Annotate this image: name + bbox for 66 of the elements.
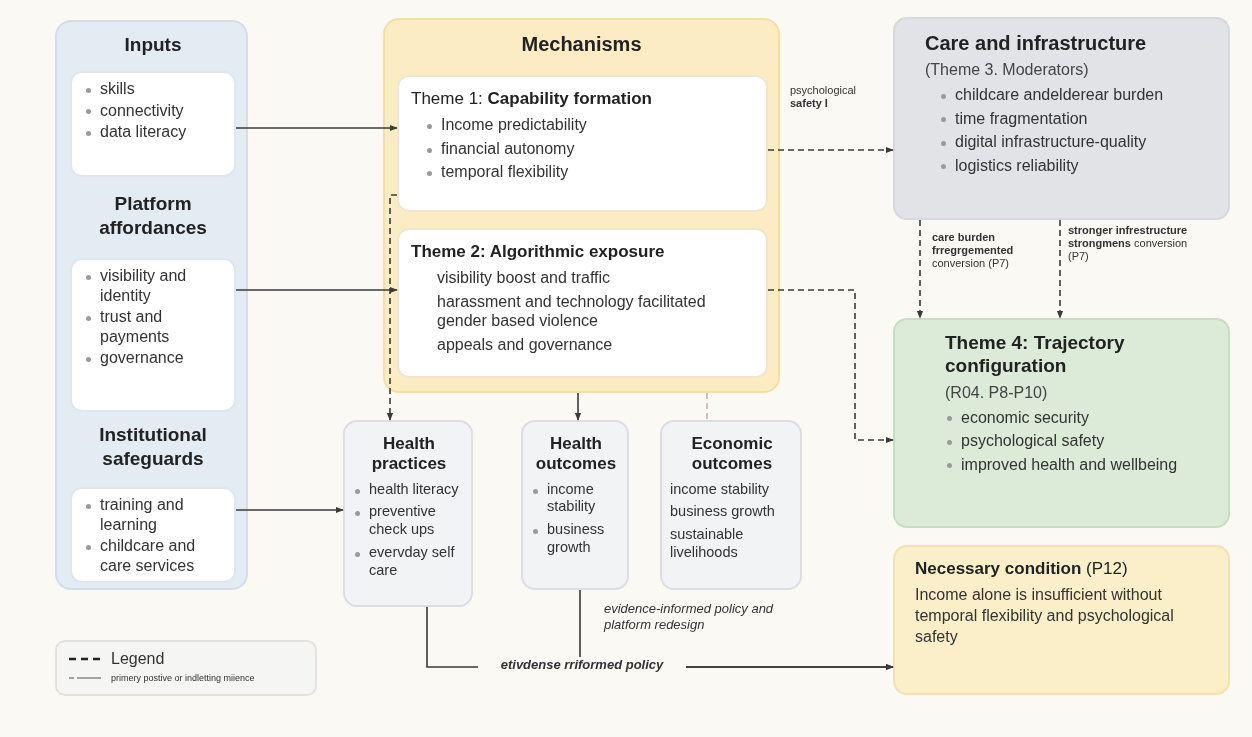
box-subtitle: (R04. P8-P10): [945, 383, 1049, 402]
list-item: appeals and governance: [437, 334, 614, 355]
arrow: [235, 506, 344, 514]
edge-label: psychological safety I: [790, 84, 858, 111]
box-heading: Care and infrastructure: [925, 31, 1148, 55]
list-item: business growth: [531, 521, 621, 557]
list-item: sustainable livelihoods: [670, 526, 745, 562]
edge-label: stronger infrestructure strongmens conversion (P7): [1068, 224, 1188, 264]
dashed-arrow: [916, 219, 924, 319]
list-item: connectivity: [84, 100, 228, 121]
group-heading: Platform affordances: [98, 192, 208, 240]
list-item: skills: [84, 79, 228, 99]
box-heading: Health practices: [370, 434, 448, 475]
box-heading: Theme 2: Algorithmic exposure: [411, 242, 666, 263]
process-box: [893, 17, 1230, 220]
list-item: temporal flexibility: [425, 162, 754, 182]
group-heading: Inputs: [123, 33, 183, 57]
list-item: digital infrastructure-quality: [939, 132, 1216, 152]
dashed-arrow: [386, 194, 398, 421]
edge-label: evidence-informed policy and platform redesign: [604, 601, 775, 633]
list-item: improved health and wellbeing: [945, 454, 1216, 475]
group-heading: Institutional safeguards: [98, 423, 208, 471]
list-item: data literacy: [84, 122, 228, 142]
list-item: governance: [84, 348, 228, 368]
legend-text: primery postive or indletting miience: [111, 673, 255, 683]
process-box: [397, 228, 768, 378]
edge-label: etivdense rriformed policy: [478, 657, 686, 673]
list-item: business growth: [670, 503, 776, 522]
process-box: [343, 420, 473, 607]
list-item: time fragmentation: [939, 108, 1216, 129]
list-item: preventive check ups: [353, 503, 465, 539]
list-item: childcare andelderear burden: [939, 85, 1216, 105]
box-heading: Economic outcomes: [690, 434, 774, 475]
list-item: childcare and care services: [84, 536, 228, 576]
dashed-arrow: [1056, 219, 1064, 319]
box-heading: Theme 1: Capability formation: [411, 89, 653, 110]
list-item: psychological safety: [945, 431, 1216, 451]
box-heading: Theme 4: Trajectory configuration: [945, 332, 1126, 378]
list-item: evervday self care: [353, 543, 465, 580]
box-heading: Necessary condition (P12): [915, 559, 1129, 580]
process-box: [660, 420, 802, 590]
group-panel: [383, 18, 780, 393]
arrow: [235, 286, 398, 294]
dashed-arrow: [767, 146, 894, 154]
process-box: [521, 420, 629, 590]
list-item: income stability: [531, 480, 621, 517]
list-item: health literacy: [353, 480, 465, 499]
list-item: economic security: [945, 407, 1216, 428]
process-box: [397, 75, 768, 212]
list-item: financial autonomy: [425, 138, 754, 159]
arrow: [235, 124, 398, 132]
list-item: logistics reliability: [939, 155, 1216, 176]
dashed-arrow: [767, 289, 894, 444]
box-heading: Health outcomes: [534, 434, 618, 475]
list-item: Income predictability: [425, 115, 754, 135]
group-panel: [55, 20, 248, 590]
box-text: Income alone is insufficient without temporal flexibility and psychological safety: [915, 585, 1175, 647]
process-box: [893, 545, 1230, 695]
box-heading: Mechanisms: [520, 32, 643, 56]
process-box: [893, 318, 1230, 528]
legend-text: Legend: [111, 650, 165, 668]
box-subtitle: (Theme 3. Moderators): [925, 61, 1090, 79]
edge-label: care burden frregrgemented conversion (P7): [932, 231, 1015, 271]
list-item: visibility boost and traffic: [437, 268, 612, 288]
arrow: [574, 392, 582, 421]
list-item: income stability: [670, 480, 771, 499]
